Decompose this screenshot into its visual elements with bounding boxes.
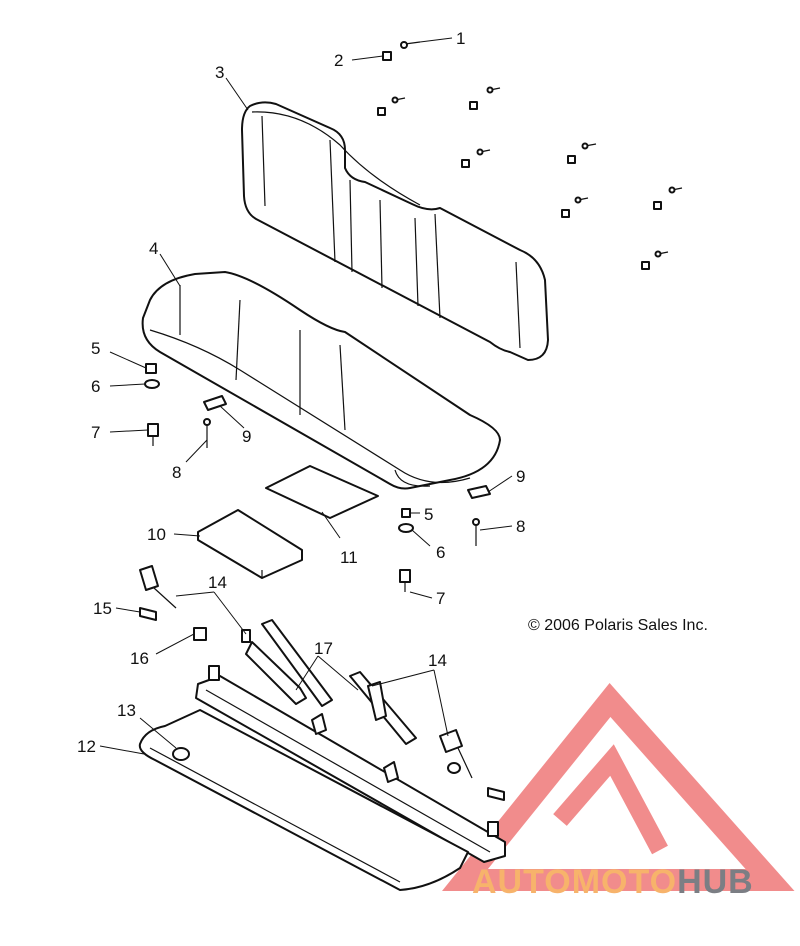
callout-9: 9 xyxy=(516,467,525,486)
logo-text-primary: AUTOMOTO xyxy=(472,863,678,901)
callout-8: 8 xyxy=(516,517,525,536)
callout-6: 6 xyxy=(436,543,445,562)
callout-12: 12 xyxy=(77,737,96,756)
callout-8: 8 xyxy=(172,463,181,482)
callout-14: 14 xyxy=(428,651,447,670)
callout-labels: 1 2 3 4 5 6 7 8 9 9 5 8 6 7 10 11 12 13 … xyxy=(77,29,525,756)
callout-13: 13 xyxy=(117,701,136,720)
clip-nut-icon xyxy=(382,51,392,61)
brand-logo: AUTOMOTOHUB xyxy=(472,863,754,902)
bolt-icon xyxy=(139,607,505,801)
callout-16: 16 xyxy=(130,649,149,668)
fastener-set xyxy=(377,41,683,270)
seat-cushion xyxy=(141,271,501,490)
seat-frame xyxy=(195,665,506,863)
callout-3: 3 xyxy=(215,63,224,82)
right-hardware xyxy=(398,485,491,592)
callout-5: 5 xyxy=(91,339,100,358)
push-rivet-icon xyxy=(399,569,411,592)
callout-7: 7 xyxy=(436,589,445,608)
callout-6: 6 xyxy=(91,377,100,396)
callout-9: 9 xyxy=(242,427,251,446)
bolt-icon xyxy=(400,41,421,49)
push-rivet-icon xyxy=(147,423,159,446)
bushing-icon xyxy=(193,627,207,641)
logo-text-secondary: HUB xyxy=(677,863,754,901)
callout-11: 11 xyxy=(340,548,358,567)
seat-tray xyxy=(138,709,469,891)
copyright-notice: © 2006 Polaris Sales Inc. xyxy=(528,617,708,634)
callout-1: 1 xyxy=(456,29,465,48)
callout-7: 7 xyxy=(91,423,100,442)
insulation-sheet xyxy=(265,465,379,519)
watermark-triangle-icon xyxy=(442,682,795,891)
left-hardware xyxy=(144,363,227,448)
seat-pad xyxy=(197,509,303,579)
callout-4: 4 xyxy=(149,239,158,258)
leader-lines xyxy=(99,37,513,755)
callout-10: 10 xyxy=(147,525,166,544)
seat-back xyxy=(241,101,549,361)
callout-14: 14 xyxy=(208,573,227,592)
callout-15: 15 xyxy=(93,599,112,618)
seat-belts xyxy=(139,565,473,779)
callout-17: 17 xyxy=(314,639,333,658)
callout-2: 2 xyxy=(334,51,343,70)
callout-5: 5 xyxy=(424,505,433,524)
